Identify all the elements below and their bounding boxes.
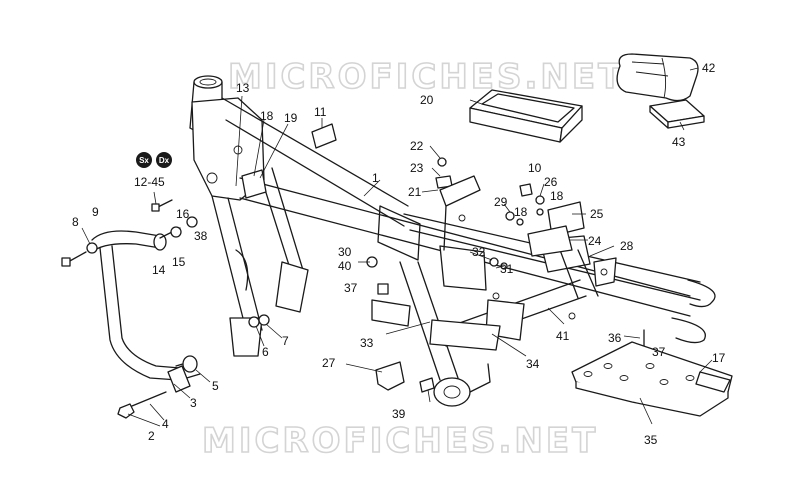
callout-30: 30 [338, 245, 352, 259]
watermark-bottom: MICROFICHES.NET [202, 421, 598, 461]
callout-24: 24 [588, 234, 602, 248]
callout-35: 35 [644, 433, 658, 447]
right-side-label: Dx [159, 156, 170, 165]
callout-2: 2 [148, 429, 155, 443]
callout-42: 42 [702, 61, 716, 75]
skid-plate [571, 341, 733, 417]
crash-bar [91, 230, 201, 393]
tool-bag [616, 53, 699, 102]
callout-6: 6 [262, 345, 269, 359]
callout-8: 8 [72, 215, 79, 229]
callout-29: 29 [494, 195, 508, 209]
callout-9: 9 [92, 205, 99, 219]
owners-manual [649, 99, 705, 129]
callout-14: 14 [152, 263, 166, 277]
callout-39: 39 [392, 407, 406, 421]
callout-21: 21 [408, 185, 422, 199]
callout-18-lower: 18 [514, 205, 528, 219]
callout-12-45: 12-45 [134, 175, 165, 189]
callout-11: 11 [314, 105, 327, 119]
left-side-label: Sx [139, 156, 149, 165]
callout-38: 38 [194, 229, 208, 243]
callout-26: 26 [544, 175, 558, 189]
callout-18-frame: 18 [260, 109, 274, 123]
callout-40: 40 [338, 259, 352, 273]
callout-23: 23 [410, 161, 424, 175]
callout-7: 7 [282, 334, 289, 348]
callout-18-upper: 18 [550, 189, 564, 203]
right-side-marker [156, 152, 172, 168]
callout-32: 32 [472, 245, 486, 259]
callout-31: 31 [500, 262, 514, 276]
callout-10: 10 [528, 161, 542, 175]
callout-36: 36 [608, 331, 622, 345]
callout-16: 16 [176, 207, 190, 221]
callout-43: 43 [672, 135, 686, 149]
callout-37-right: 37 [652, 345, 666, 359]
callout-19: 19 [284, 111, 298, 125]
callout-27: 27 [322, 356, 336, 370]
callout-5: 5 [212, 379, 219, 393]
tool-tray [469, 89, 583, 143]
watermark-top: MICROFICHES.NET [228, 57, 624, 97]
callout-28: 28 [620, 239, 634, 253]
callout-3: 3 [190, 396, 197, 410]
callout-15: 15 [172, 255, 186, 269]
callout-20: 20 [420, 93, 434, 107]
hardware [61, 123, 649, 419]
left-side-marker [136, 152, 152, 168]
callout-17: 17 [712, 351, 726, 365]
callout-34: 34 [526, 357, 540, 371]
callout-13: 13 [236, 81, 250, 95]
callout-1: 1 [372, 171, 379, 185]
callout-37-left: 37 [344, 281, 358, 295]
callout-4: 4 [162, 417, 169, 431]
callout-33: 33 [360, 336, 374, 350]
callout-25: 25 [590, 207, 604, 221]
callout-labels: 1 2 3 4 5 6 7 8 9 10 11 12-45 13 14 15 1… [72, 61, 726, 447]
side-markers: Sx Dx [136, 152, 172, 168]
callout-22: 22 [410, 139, 424, 153]
callout-41: 41 [556, 329, 570, 343]
leader-lines [81, 67, 713, 427]
